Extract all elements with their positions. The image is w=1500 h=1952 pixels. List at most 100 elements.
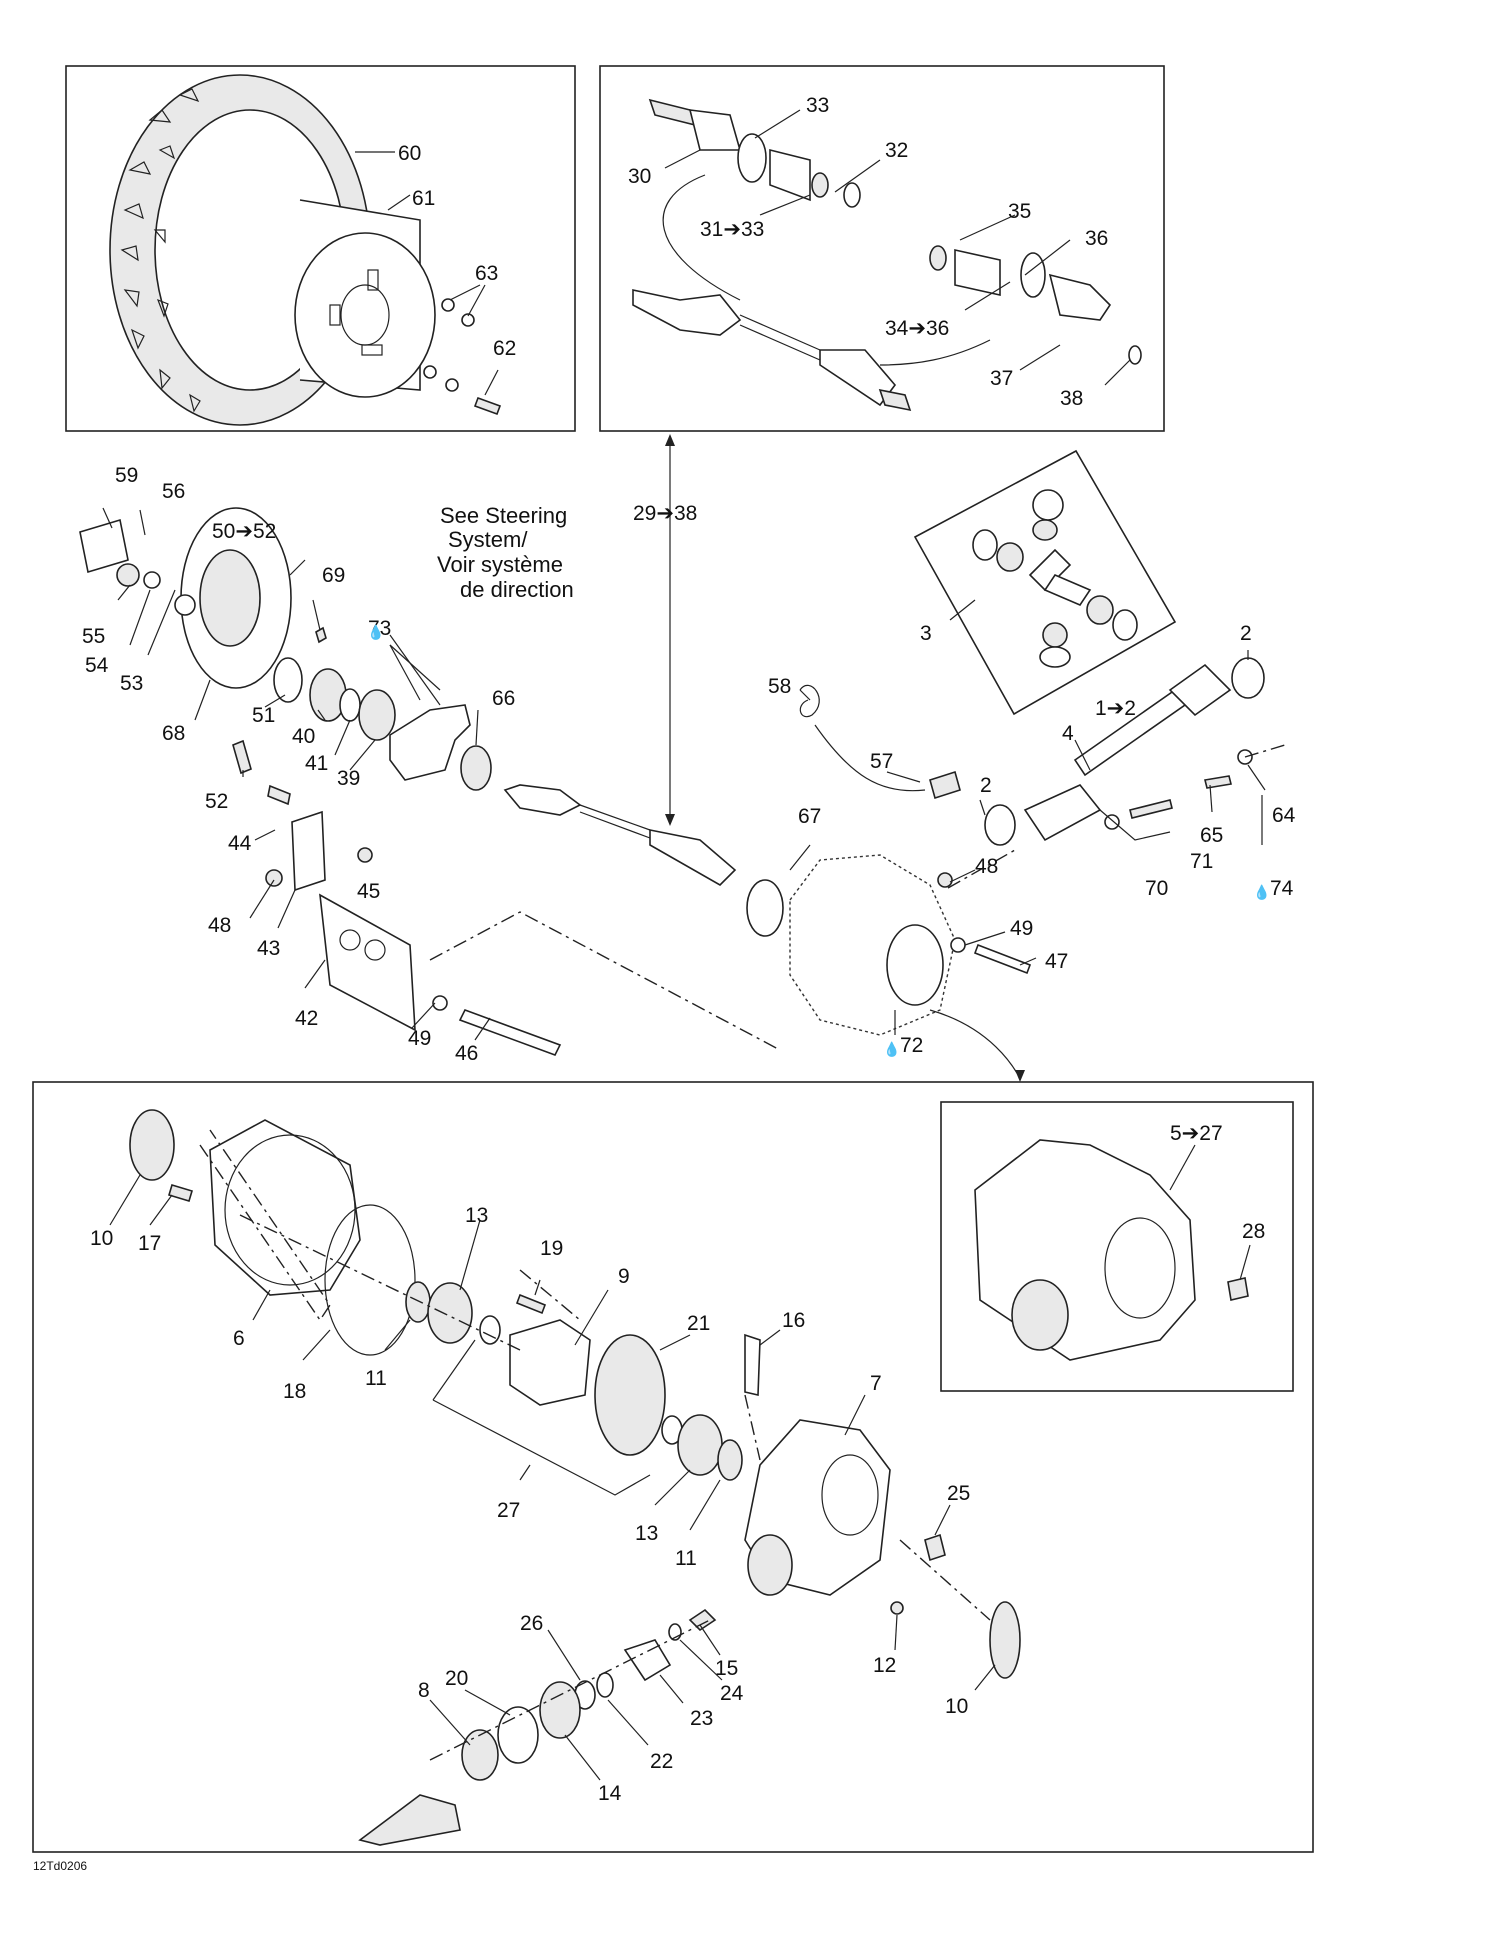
label-52: 52 [205,790,228,813]
label-60: 60 [398,142,421,165]
hub-assembly-group [79,507,784,1056]
drive-yoke [1023,784,1102,842]
label-30: 30 [628,165,651,188]
label-27: 27 [497,1499,520,1522]
washer-70 [1104,814,1120,830]
steering-note-line-4: de direction [460,577,574,602]
breather-57 [929,770,961,800]
bracket-27 [432,1399,651,1496]
label-48b: 48 [975,855,998,878]
bearing-cap-2a [1231,657,1265,699]
label-46: 46 [455,1042,478,1065]
label-48a: 48 [208,914,231,937]
label-47: 47 [1045,950,1068,973]
label-6: 6 [233,1327,245,1350]
inset-leader-lines [1169,1144,1251,1281]
label-54: 54 [85,654,109,677]
label-73: 73 [368,617,391,640]
label-10a: 10 [90,1227,113,1250]
washer-49 [432,995,448,1011]
cv-clamp [811,172,829,198]
wheel-stud [473,396,502,416]
label-19: 19 [540,1237,563,1260]
bolt-44 [267,784,291,806]
yoke-bearing-2b [984,804,1016,846]
wheel-nut [441,298,455,312]
seal-8 [461,1729,499,1781]
label-20: 20 [445,1667,468,1690]
main-leader-lines [102,507,1266,1041]
callout-labels: 60 61 63 62 33 32 30 31➔33 35 36 34➔36 3… [82,94,1296,1805]
steering-note-line-2: System/ [448,527,528,552]
label-25: 25 [947,1482,970,1505]
label-7: 7 [870,1372,882,1395]
u-joint-bearing [1086,595,1114,625]
leader-70-71 [1099,809,1171,841]
centerline-housing [199,1129,331,1322]
bearing-11a [405,1281,431,1323]
hub-flange [174,594,196,616]
label-2a: 2 [1240,622,1252,645]
arrow-head-down [665,814,675,826]
bearing-11b [717,1439,743,1481]
u-joint-yoke [1168,663,1232,717]
label-57: 57 [870,750,893,773]
breather-arrow [814,724,926,792]
label-72: 72 [900,1034,923,1057]
snap-ring-38 [1128,345,1142,365]
bolt-65 [1204,775,1232,789]
label-15: 15 [715,1657,738,1680]
axle-shaft-bottom [739,324,821,361]
assembly-arrow [879,339,991,366]
u-joint-inset-frame [913,449,1177,716]
centerline-seal [899,1539,991,1621]
tire-tread-pattern [120,88,201,413]
center-differential-group [789,657,1265,1036]
label-45: 45 [357,880,380,903]
nut-48b [937,872,953,888]
assembly-arrow [662,174,741,301]
label-69: 69 [322,564,345,587]
label-53: 53 [120,672,143,695]
label-24: 24 [720,1682,744,1705]
u-joint-ring [1039,646,1071,668]
label-51: 51 [252,704,275,727]
label-21: 21 [687,1312,710,1335]
label-49a: 49 [408,1027,431,1050]
assembled-port [1011,1279,1069,1351]
housing-bore [821,1454,879,1536]
centerline-bolt [519,1269,581,1321]
bracket-27-left [432,1339,476,1401]
housing-port [747,1534,793,1596]
skid-plate-42 [319,893,416,1032]
label-16: 16 [782,1309,805,1332]
u-joint-bearing [996,542,1024,572]
u-joint-ring [1112,609,1138,641]
differential-port [886,924,944,1006]
label-55: 55 [82,625,105,648]
pinion-23 [623,1639,672,1682]
label-68: 68 [162,722,185,745]
knuckle [389,704,471,781]
centerline-stack [239,1214,521,1351]
centerline-bolt [1244,744,1286,758]
housing-flange [224,1134,356,1286]
u-joint-ring [972,529,998,561]
label-42: 42 [295,1007,318,1030]
bolt-17 [168,1184,193,1202]
ring-22 [596,1672,614,1698]
label-74: 74 [1270,877,1294,900]
clamp-58 [799,684,820,718]
plug-28 [1227,1277,1249,1301]
u-joint-cross [1028,548,1072,592]
zoom-arrow [929,1009,1021,1079]
oil-drop-icon-74: 💧 [1253,884,1270,901]
housing-6 [209,1119,361,1296]
bearing-13a [427,1282,473,1344]
ring-36 [1020,252,1046,298]
label-10b: 10 [945,1695,968,1718]
label-11a: 11 [365,1367,387,1390]
figure-code: 12Td0206 [33,1859,87,1873]
axle-shaft-top [739,314,821,351]
label-40: 40 [292,725,315,748]
